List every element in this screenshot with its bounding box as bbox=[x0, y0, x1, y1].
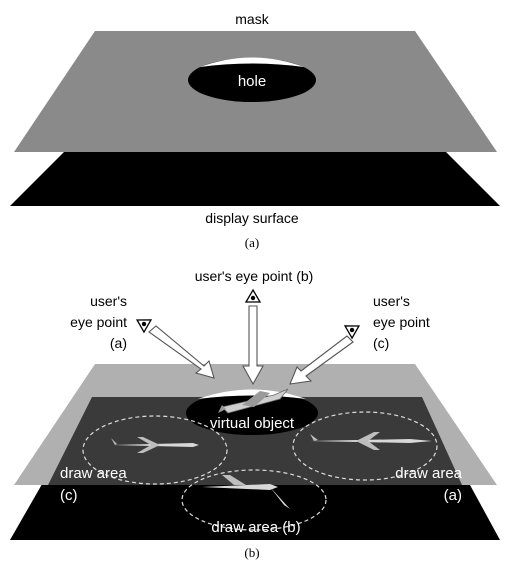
virtual-object-shuttle-icon bbox=[218, 388, 289, 414]
arrow-from-eye-b bbox=[242, 305, 264, 386]
arrow-from-eye-a bbox=[148, 325, 215, 379]
aircraft-c-icon bbox=[111, 437, 199, 453]
hole-label: hole bbox=[238, 73, 266, 90]
draw-area-c-label-line1: draw area bbox=[60, 465, 127, 482]
caption-a: (a) bbox=[245, 235, 259, 250]
draw-area-a-circle bbox=[292, 411, 438, 481]
hole-b bbox=[186, 391, 318, 435]
draw-area-b-label: draw area (b) bbox=[211, 519, 300, 536]
eye-point-c-line1: user's bbox=[373, 293, 410, 309]
caption-b: (b) bbox=[244, 545, 259, 560]
eye-point-c-line2: eye point bbox=[373, 314, 430, 330]
arrow-from-eye-c bbox=[289, 335, 354, 385]
display-visible-region bbox=[48, 397, 462, 485]
draw-area-c-label-line2: (c) bbox=[60, 487, 78, 504]
hole-highlight-b bbox=[198, 389, 306, 399]
display-surface-label: display surface bbox=[205, 210, 299, 226]
aircraft-b-icon bbox=[202, 475, 296, 513]
eye-point-a-line2: eye point bbox=[70, 314, 127, 330]
draw-area-c-circle bbox=[82, 415, 228, 485]
eye-point-a-line3: (a) bbox=[110, 335, 127, 351]
aircraft-a-icon bbox=[310, 432, 432, 450]
eye-point-a-line1: user's bbox=[90, 293, 127, 309]
mask-label: mask bbox=[235, 11, 269, 27]
eye-c-icon bbox=[343, 325, 361, 340]
draw-area-a-label-line1: draw area bbox=[395, 465, 462, 482]
panel-a: mask hole display surface (a) bbox=[10, 11, 500, 250]
eye-b-icon bbox=[244, 288, 262, 303]
hole bbox=[188, 58, 316, 102]
eye-point-c-line3: (c) bbox=[373, 335, 389, 351]
eye-a-icon bbox=[135, 319, 153, 334]
eye-point-b-label: user's eye point (b) bbox=[195, 268, 314, 284]
panel-b: user's eye point (b) user's eye point (a… bbox=[10, 268, 500, 560]
hole-highlight bbox=[200, 57, 304, 67]
display-surface-plate bbox=[10, 146, 500, 206]
draw-area-a-label-line2: (a) bbox=[444, 487, 462, 504]
draw-area-b-circle bbox=[181, 469, 327, 531]
virtual-object-label: virtual object bbox=[210, 415, 295, 432]
